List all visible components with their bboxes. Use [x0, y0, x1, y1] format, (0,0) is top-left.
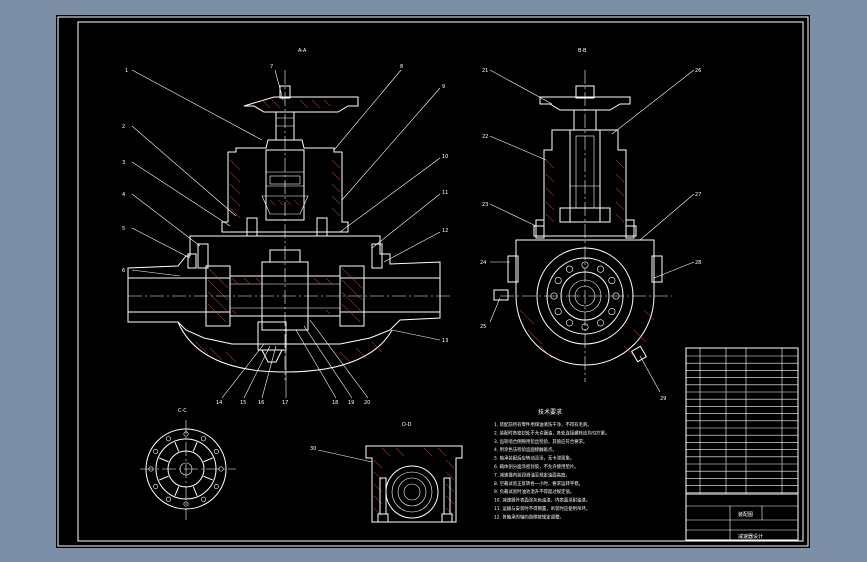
svg-text:12: 12: [442, 228, 448, 234]
svg-text:16: 16: [258, 400, 264, 406]
svg-text:7: 7: [270, 64, 273, 70]
svg-text:14: 14: [216, 400, 222, 406]
svg-text:6: 6: [122, 268, 125, 274]
svg-text:10: 10: [442, 154, 448, 160]
svg-text:21: 21: [482, 68, 488, 74]
notes-heading: 技术要求: [538, 408, 562, 416]
svg-text:17: 17: [282, 400, 288, 406]
svg-text:8: 8: [400, 64, 403, 70]
svg-text:9: 9: [442, 84, 445, 90]
note-line: 11. 运输与安装时不得倒置，吊装时应使用吊环。: [494, 505, 590, 512]
note-line: 4. 用涂色法检验齿面接触斑点。: [494, 446, 557, 453]
svg-text:29: 29: [660, 396, 666, 402]
detail-view-right: D-D 30: [310, 422, 463, 523]
note-line: 2. 装配时各密封处不允许漏油，各处连接螺栓应均匀拧紧。: [494, 429, 609, 436]
inner-border: [77, 21, 804, 542]
outer-border: [57, 16, 809, 547]
svg-text:15: 15: [240, 400, 246, 406]
svg-text:11: 11: [442, 190, 448, 196]
front-section-view: A-A: [122, 48, 450, 406]
svg-text:3: 3: [122, 160, 125, 166]
svg-text:22: 22: [482, 134, 488, 140]
note-line: 3. 齿轮啮合侧隙用铅丝检验，其值应符合要求。: [494, 438, 587, 445]
svg-text:1: 1: [125, 68, 128, 74]
svg-text:18: 18: [332, 400, 338, 406]
svg-text:13: 13: [442, 338, 448, 344]
side-section-view: B-B: [480, 48, 701, 402]
note-line: 10. 减速器外表面涂灰色油漆，内表面涂耐油漆。: [494, 497, 590, 504]
note-line: 7. 减速器内装润滑油至规定油面高度。: [494, 471, 570, 478]
svg-text:19: 19: [348, 400, 354, 406]
front-view-title: A-A: [298, 48, 307, 54]
svg-text:2: 2: [122, 124, 125, 130]
company-name: 减速器设计: [738, 533, 763, 540]
note-line: 12. 各轴承的轴向游隙按规定调整。: [494, 513, 564, 520]
svg-text:30: 30: [310, 446, 316, 452]
detail-left-title: C-C: [178, 408, 187, 414]
note-line: 9. 负载试验时油池温升不得超过规定值。: [494, 488, 574, 495]
svg-text:20: 20: [364, 400, 370, 406]
note-line: 8. 空载试验正反转各一小时，要求运转平稳。: [494, 480, 583, 487]
detail-view-left: C-C: [140, 408, 236, 520]
sheet-background: [56, 15, 810, 548]
svg-text:24: 24: [480, 260, 486, 266]
note-line: 1. 装配前所有零件用煤油清洗干净，不得有毛刺。: [494, 421, 592, 428]
title-block: 装配图 减速器设计: [685, 347, 799, 541]
svg-text:25: 25: [480, 324, 486, 330]
drawing-name: 装配图: [738, 511, 753, 518]
svg-text:23: 23: [482, 202, 488, 208]
note-line: 5. 轴承装配后应转动灵活，无卡滞现象。: [494, 455, 574, 462]
detail-right-title: D-D: [402, 422, 412, 428]
side-view-title: B-B: [578, 48, 587, 54]
technical-notes: 技术要求 1. 装配前所有零件用煤油清洗干净，不得有毛刺。2. 装配时各密封处不…: [494, 408, 609, 520]
svg-text:5: 5: [122, 226, 125, 232]
svg-text:26: 26: [695, 68, 701, 74]
note-line: 6. 箱体剖分面涂密封胶，不允许使用垫片。: [494, 463, 579, 470]
svg-text:4: 4: [122, 192, 125, 198]
svg-text:28: 28: [695, 260, 701, 266]
svg-text:27: 27: [695, 192, 701, 198]
